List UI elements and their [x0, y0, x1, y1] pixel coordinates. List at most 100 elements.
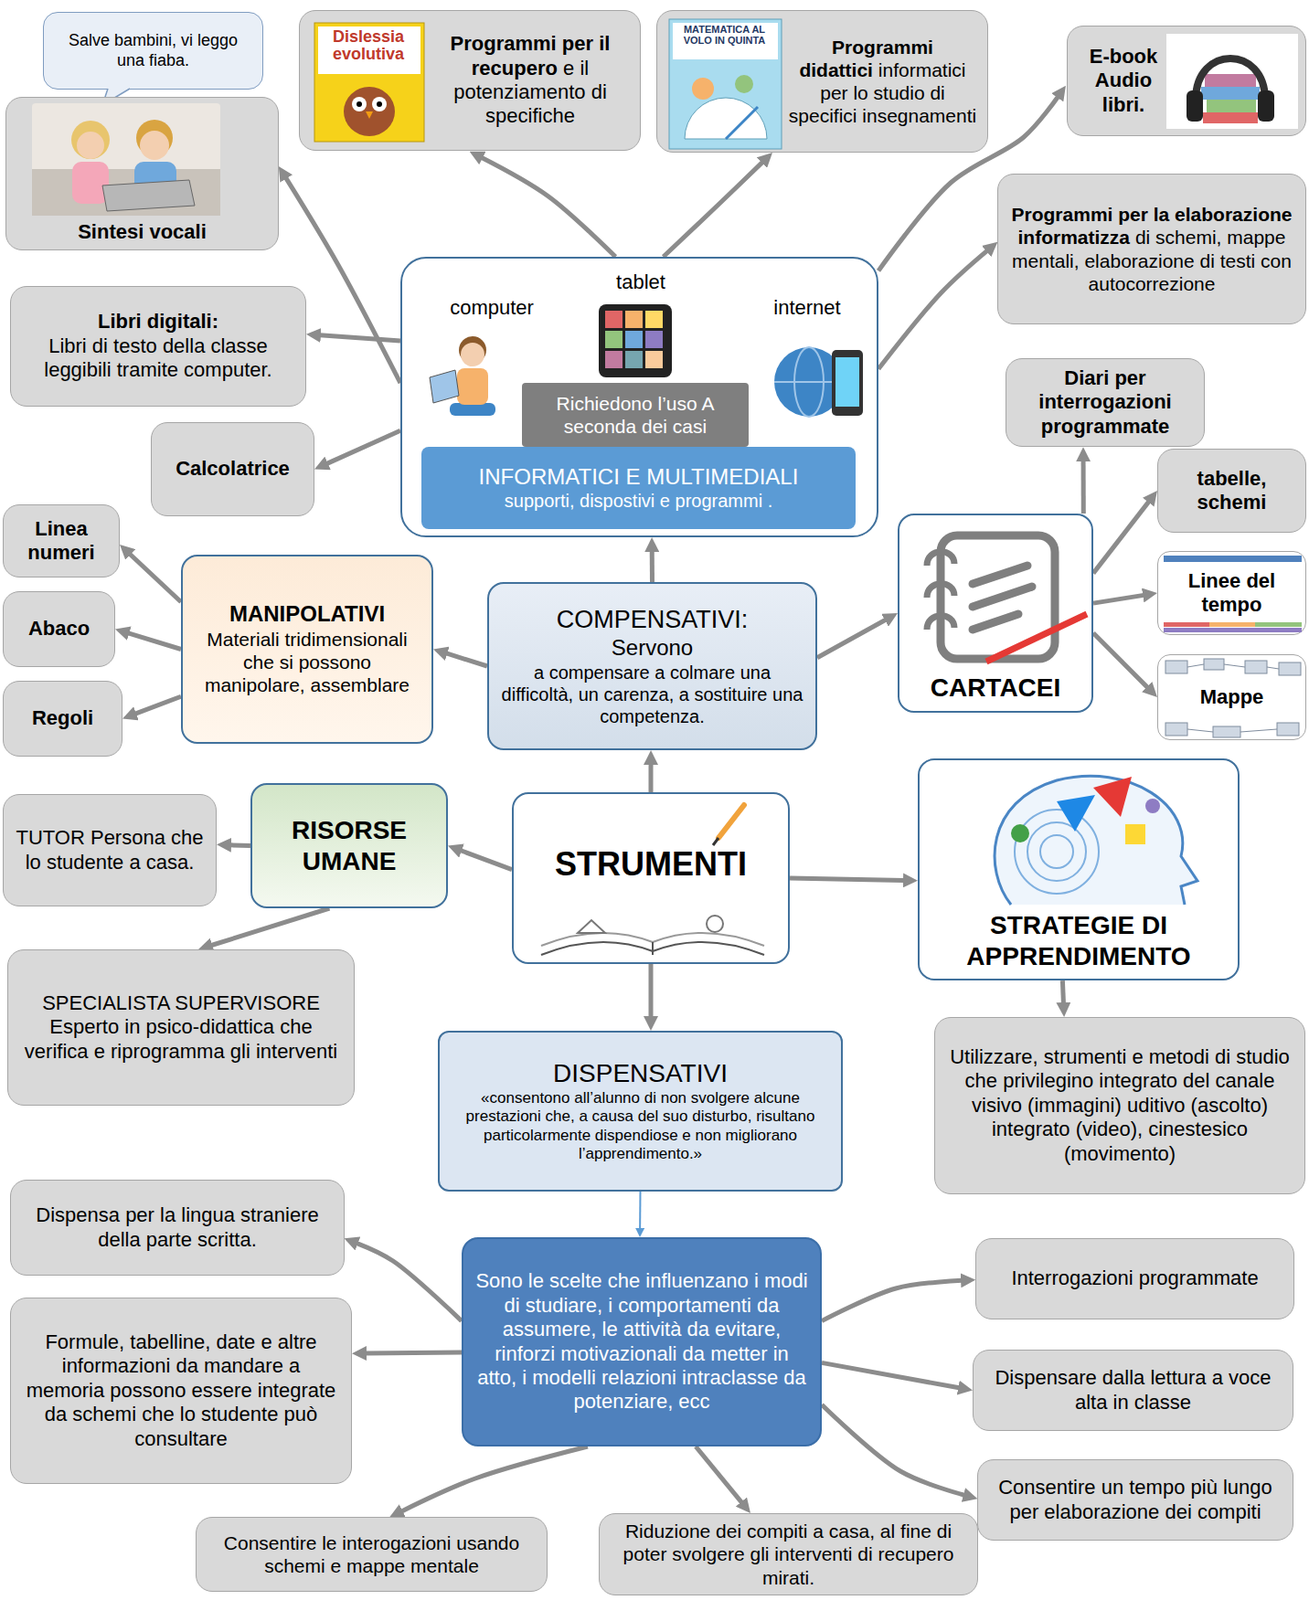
speech-bubble: Salve bambini, vi leggo una fiaba. [42, 11, 264, 90]
connector-arrow [319, 335, 401, 341]
node-text: Libri di testo della classe leggibili tr… [20, 334, 297, 384]
node-text: internet [773, 296, 841, 320]
illustration-part [734, 74, 754, 94]
connector-arrow [365, 1352, 462, 1354]
illustration-part [1266, 667, 1279, 670]
illustration-part [972, 565, 1028, 585]
illustration-part [1204, 74, 1256, 87]
illustration-part [541, 942, 765, 956]
connector-arrow [649, 764, 654, 793]
illustration-part [1240, 729, 1278, 733]
title-bar: INFORMATICI E MULTIMEDIALIsupporti, disp… [421, 446, 856, 530]
node-text: tablet [616, 270, 666, 295]
connector-arrow [1062, 980, 1064, 1004]
illustration-part [691, 77, 714, 100]
illustration-part [1040, 835, 1074, 869]
illustration-part [1014, 809, 1099, 894]
node-text: INFORMATICI E MULTIMEDIALI [428, 464, 849, 491]
concept-box: Utilizzare, strumenti e metodi di studio… [934, 1017, 1306, 1195]
illustration-part [605, 310, 623, 329]
connector-arrow [1093, 633, 1148, 689]
illustration-part [31, 169, 221, 216]
node-text: Salve bambini, vi leggo una fiaba. [53, 31, 254, 71]
concept-box: Dispensa per la lingua straniere della p… [10, 1180, 345, 1277]
text-run: Programmi per la elaborazione informatiz… [1007, 202, 1297, 296]
illustration-part [1245, 660, 1267, 674]
illustration-part [1163, 555, 1302, 563]
node-text: TUTOR Persona che lo studente a casa. [12, 826, 207, 875]
illustration-part [625, 310, 643, 329]
concept-box: Mappe [1157, 654, 1307, 741]
node-text: Sintesi vocali [13, 220, 271, 245]
node-text: CARTACEI [904, 672, 1086, 704]
connector-arrow [481, 158, 616, 257]
connector-arrow [789, 878, 905, 881]
illustration-part [1186, 90, 1203, 122]
connector-arrow [327, 430, 401, 464]
node-text: Libri digitali: [20, 309, 297, 334]
concept-box: Libri digitali:Libri di testo della clas… [10, 286, 307, 407]
node-text: SPECIALISTA SUPERVISORE Esperto in psico… [17, 991, 345, 1065]
illustration-part [645, 310, 663, 329]
illustration-part [1187, 664, 1204, 668]
illustration-part [1163, 622, 1210, 628]
category-frame: Richiedono l’uso A seconda dei casiINFOR… [400, 256, 879, 538]
illustration-part [1213, 726, 1241, 738]
category-box: CARTACEI [897, 513, 1094, 714]
cover-title: Dislessia evolutiva [317, 28, 420, 64]
illustration-part [672, 22, 778, 60]
connector-arrow [695, 1447, 742, 1503]
illustration-part [1187, 729, 1214, 733]
illustration-part [356, 101, 362, 107]
illustration-part [1165, 660, 1188, 674]
illustration-part [926, 584, 955, 598]
text-run: Programmi per il recuperoe il potenziame… [427, 31, 633, 129]
illustration-part [1125, 824, 1146, 845]
illustration-part [713, 838, 719, 846]
node-text: E-book Audio libri. [1078, 44, 1169, 118]
illustration-part [71, 120, 110, 160]
connector-arrow [821, 1404, 965, 1496]
connector-arrow [663, 161, 764, 257]
node-text: STRUMENTI [521, 844, 781, 884]
concept-box: Calcolatrice [150, 422, 315, 517]
illustration-part [926, 616, 955, 630]
connector-arrow [878, 250, 988, 369]
illustration-part [1027, 822, 1086, 882]
node-text: computer [449, 296, 534, 320]
concept-box: tabelle, schemi [1157, 448, 1307, 533]
concept-box: Regoli [2, 681, 123, 757]
node-text: tabelle, schemi [1167, 467, 1297, 516]
category-box: MANIPOLATIVIMateriali tridimensionali ch… [180, 554, 434, 745]
illustration-part [625, 351, 643, 369]
node-text: Consentire un tempo più lungo per elabor… [987, 1476, 1284, 1525]
connector-arrow [1081, 460, 1086, 514]
illustration-part [343, 86, 395, 137]
illustration-part [72, 161, 109, 204]
node-text: Mappe [1167, 685, 1297, 710]
category-box: RISORSE UMANE [250, 783, 448, 909]
illustration-part [351, 96, 367, 112]
connector-arrow [460, 851, 512, 871]
node-text: Sono le scelte che influenzano i modi di… [472, 1269, 811, 1415]
node-text: Calcolatrice [160, 457, 305, 481]
category-box: DISPENSATIVI«consentono all’alunno di no… [437, 1031, 843, 1192]
illustration-part [972, 586, 1033, 607]
note-box: Richiedono l’uso A seconda dei casi [521, 383, 749, 447]
illustration-part [429, 370, 459, 404]
illustration-part [1011, 824, 1030, 843]
illustration-part [598, 304, 672, 378]
illustration-part [372, 96, 387, 112]
connector-arrow [821, 1280, 962, 1321]
illustration-part [994, 776, 1198, 905]
connector-arrow [127, 633, 181, 650]
illustration-part [1093, 776, 1132, 818]
illustration-part [831, 350, 863, 416]
illustration-part [1145, 798, 1161, 814]
illustration-part [1277, 723, 1299, 736]
illustration-part [1165, 723, 1188, 736]
illustration-part [449, 403, 496, 416]
concept-box: Formule, tabelline, date e altre informa… [10, 1298, 352, 1485]
illustration-part [1255, 622, 1302, 628]
connector-arrow [129, 553, 181, 602]
